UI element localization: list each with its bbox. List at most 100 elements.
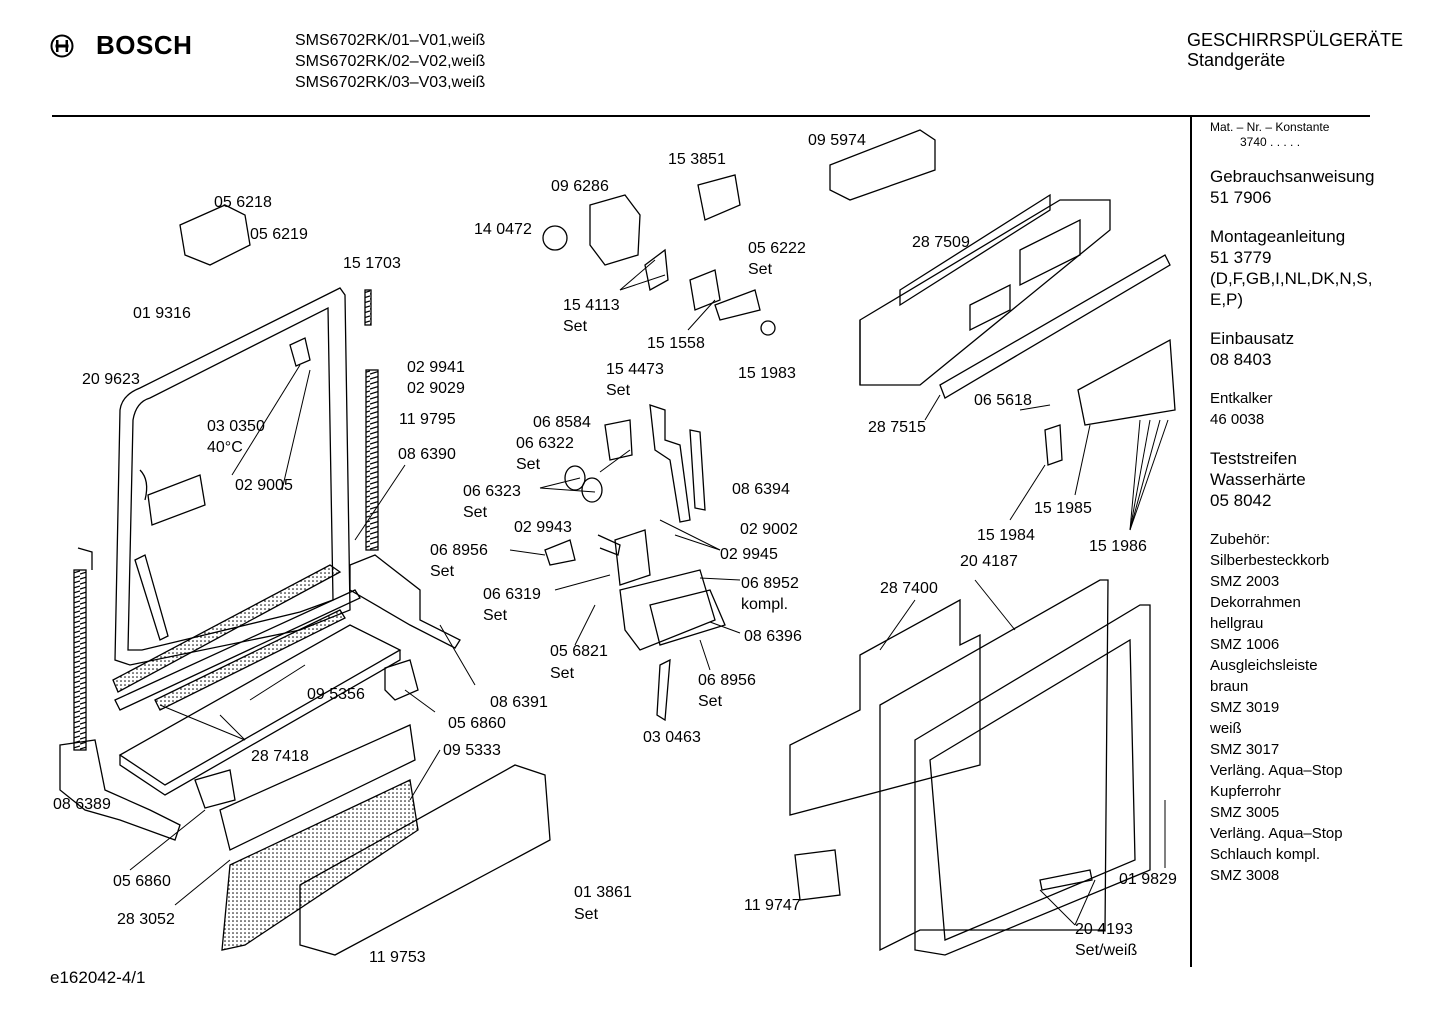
document-code: e162042-4/1 [50, 968, 146, 987]
zubehoer-item: SMZ 3019 [1210, 699, 1280, 716]
part-label: 06 8952 [741, 575, 799, 592]
part-label: 15 4473 [606, 361, 664, 378]
part-label: 01 3861 [574, 884, 632, 901]
door-latch [179, 204, 251, 266]
zubehoer-item: SMZ 2003 [1210, 573, 1280, 590]
part-label: 06 8956 [430, 542, 488, 559]
part-label: 15 1703 [343, 255, 401, 272]
zubehoer-item: Verläng. Aqua–Stop [1210, 825, 1343, 842]
part-label: 08 6394 [732, 481, 790, 498]
entkalker-label: Entkalker [1210, 390, 1273, 407]
part-label: 28 7400 [880, 580, 938, 597]
part-label: 02 9941 [407, 359, 465, 376]
zubehoer-item: SMZ 3008 [1210, 867, 1280, 884]
zubehoer-item: Silberbesteckkorb [1210, 552, 1330, 569]
part-label: 28 7509 [912, 234, 970, 251]
part-label: 28 7418 [251, 748, 309, 765]
einbau-value: 08 8403 [1210, 350, 1272, 369]
part-label: Set [606, 382, 631, 399]
part-label: Set [574, 906, 599, 923]
part-label: 14 0472 [474, 221, 532, 238]
part-label: 28 7515 [868, 419, 926, 436]
side-bracket [349, 554, 461, 649]
teststreifen-value: 05 8042 [1210, 491, 1272, 510]
part-label: 02 9002 [740, 521, 798, 538]
wasserhaerte-label: Wasserhärte [1210, 470, 1306, 489]
montage-value: 51 3779 [1210, 248, 1272, 267]
zubehoer-item: braun [1210, 678, 1249, 695]
info-sidebar: Mat. – Nr. – Konstante 3740 . . . . . Ge… [1210, 120, 1430, 886]
gebrauch-label: Gebrauchsanweisung [1210, 167, 1375, 186]
part-labels: 05 6218 05 6219 15 1703 01 9316 20 9623 … [53, 132, 1177, 966]
part-label: 15 1986 [1089, 538, 1147, 555]
part-label: 03 0463 [643, 729, 701, 746]
zubehoer-item: SMZ 1006 [1210, 636, 1280, 653]
zubehoer-item: Kupferrohr [1210, 783, 1281, 800]
part-label: 09 5333 [443, 742, 501, 759]
part-label: 05 6222 [748, 240, 806, 257]
part-label: 02 9945 [720, 546, 778, 563]
part-label: 06 6319 [483, 586, 541, 603]
part-label: kompl. [741, 596, 788, 613]
kick-plate [219, 724, 551, 956]
part-label: 15 3851 [668, 151, 726, 168]
part-label: 01 9316 [133, 305, 191, 322]
part-label: Set [698, 693, 723, 710]
part-label: 20 9623 [82, 371, 140, 388]
foot-block-2 [194, 769, 236, 809]
foot-block [384, 659, 419, 701]
part-label: Set [748, 261, 773, 278]
part-label: 08 6390 [398, 446, 456, 463]
entkalker-value: 46 0038 [1210, 411, 1265, 428]
einbau-label: Einbausatz [1210, 329, 1295, 348]
part-label: 15 1984 [977, 527, 1035, 544]
programmer-unit [542, 174, 776, 336]
zubehoer-item: Schlauch kompl. [1210, 846, 1321, 863]
category-title: GESCHIRRSPÜLGERÄTE [1187, 30, 1404, 50]
part-label: 02 9943 [514, 519, 572, 536]
part-label: 15 1558 [647, 335, 705, 352]
part-label: 15 1983 [738, 365, 796, 382]
part-label: 02 9029 [407, 380, 465, 397]
exploded-parts-diagram: 05 6218 05 6219 15 1703 01 9316 20 9623 … [53, 129, 1177, 966]
brand-name: BOSCH [96, 30, 193, 60]
part-label: 06 6322 [516, 435, 574, 452]
part-label: 11 9747 [744, 897, 801, 914]
teststreifen-label: Teststreifen [1210, 449, 1297, 468]
part-label: Set [563, 318, 588, 335]
category-block: GESCHIRRSPÜLGERÄTE Standgeräte [1187, 30, 1403, 70]
door-panels [789, 579, 1151, 956]
zubehoer-item: weiß [1210, 720, 1242, 737]
category-subtitle: Standgeräte [1187, 50, 1286, 70]
part-label: 05 6860 [113, 873, 171, 890]
part-label: 11 9753 [369, 949, 426, 966]
part-label: 05 6218 [214, 194, 272, 211]
part-label: Set [463, 504, 488, 521]
mat-label: Mat. – Nr. – Konstante [1210, 120, 1330, 134]
montage-label: Montageanleitung [1210, 227, 1346, 246]
model-line: SMS6702RK/03–V03,weiß [295, 74, 486, 91]
bottom-rails [112, 564, 402, 796]
brand-logo: BOSCH [50, 30, 192, 61]
bosch-armature-icon [50, 34, 74, 57]
montage-langs-2: E,P) [1210, 290, 1244, 309]
zubehoer-item: SMZ 3005 [1210, 804, 1280, 821]
part-label: 05 6860 [448, 715, 506, 732]
zubehoer-item: SMZ 3017 [1210, 741, 1280, 758]
model-list: SMS6702RK/01–V01,weiß SMS6702RK/02–V02,w… [295, 30, 485, 93]
part-label: Set [430, 563, 455, 580]
part-label: 15 4113 [563, 297, 620, 314]
mat-value: 3740 . . . . . [1240, 135, 1301, 149]
header-divider [52, 115, 1370, 117]
part-label: 08 6389 [53, 796, 111, 813]
part-label: 15 1985 [1034, 500, 1092, 517]
part-label: 01 9829 [1119, 871, 1177, 888]
zubehoer-item: Dekorrahmen [1210, 594, 1301, 611]
inlet-components [544, 404, 726, 722]
model-line: SMS6702RK/02–V02,weiß [295, 53, 486, 70]
part-label: Set [483, 607, 508, 624]
part-label: 09 6286 [551, 178, 609, 195]
control-panel [829, 129, 1176, 466]
part-label: Set [516, 456, 541, 473]
part-label: 09 5356 [307, 686, 365, 703]
